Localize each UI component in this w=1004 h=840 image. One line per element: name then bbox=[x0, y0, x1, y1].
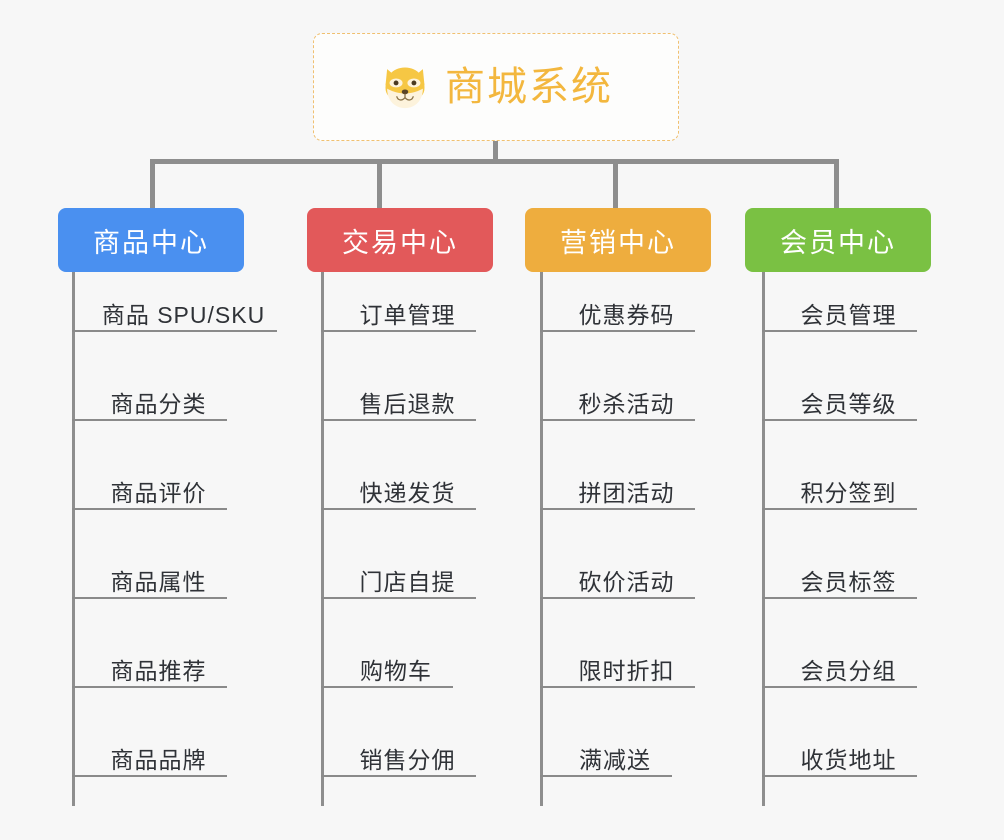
leaf-item[interactable]: 会员等级 bbox=[762, 361, 917, 421]
leaf-item-label: 拼团活动 bbox=[578, 480, 675, 506]
column-spine bbox=[762, 272, 765, 806]
leaf-item[interactable]: 限时折扣 bbox=[540, 628, 695, 688]
leaf-item-label: 会员标签 bbox=[800, 569, 897, 595]
leaf-item-label: 商品 SPU/SKU bbox=[101, 302, 266, 328]
leaf-item-label: 限时折扣 bbox=[578, 658, 675, 684]
category-label: 商品中心 bbox=[93, 227, 209, 258]
leaf-item-label: 购物车 bbox=[360, 658, 432, 684]
column-spine bbox=[321, 272, 324, 806]
leaf-item-label: 商品评价 bbox=[110, 480, 207, 506]
leaf-item[interactable]: 商品属性 bbox=[72, 539, 227, 599]
category-label: 交易中心 bbox=[342, 227, 458, 258]
leaf-item-label: 商品推荐 bbox=[110, 658, 207, 684]
leaf-item-label: 商品分类 bbox=[110, 391, 207, 417]
root-node-title: 商城系统 bbox=[445, 65, 613, 109]
leaf-item[interactable]: 积分签到 bbox=[762, 450, 917, 510]
leaf-item-label: 商品品牌 bbox=[110, 747, 207, 773]
category-box-members[interactable]: 会员中心 bbox=[745, 208, 931, 272]
leaf-item-label: 订单管理 bbox=[359, 302, 456, 328]
leaf-item[interactable]: 拼团活动 bbox=[540, 450, 695, 510]
root-node-mall-system[interactable]: 商城系统 bbox=[313, 33, 679, 141]
leaf-item-label: 优惠券码 bbox=[578, 302, 675, 328]
shiba-dog-icon bbox=[385, 67, 425, 109]
leaf-item-label: 售后退款 bbox=[359, 391, 456, 417]
leaf-item[interactable]: 订单管理 bbox=[321, 272, 476, 332]
leaf-item[interactable]: 优惠券码 bbox=[540, 272, 695, 332]
connector-drop-trade bbox=[377, 159, 382, 209]
connector-horizontal-bar bbox=[150, 159, 839, 164]
leaf-item-label: 砍价活动 bbox=[578, 569, 675, 595]
leaf-item[interactable]: 商品评价 bbox=[72, 450, 227, 510]
leaf-item-label: 会员分组 bbox=[800, 658, 897, 684]
leaf-item[interactable]: 商品推荐 bbox=[72, 628, 227, 688]
leaf-item[interactable]: 砍价活动 bbox=[540, 539, 695, 599]
leaf-item[interactable]: 售后退款 bbox=[321, 361, 476, 421]
column-spine bbox=[72, 272, 75, 806]
category-box-trade[interactable]: 交易中心 bbox=[307, 208, 493, 272]
leaf-item[interactable]: 会员标签 bbox=[762, 539, 917, 599]
leaf-item[interactable]: 收货地址 bbox=[762, 717, 917, 777]
leaf-item-label: 会员等级 bbox=[800, 391, 897, 417]
leaf-item[interactable]: 秒杀活动 bbox=[540, 361, 695, 421]
category-label: 营销中心 bbox=[560, 227, 676, 258]
category-label: 会员中心 bbox=[780, 227, 896, 258]
leaf-item[interactable]: 快递发货 bbox=[321, 450, 476, 510]
leaf-item-label: 积分签到 bbox=[800, 480, 897, 506]
connector-drop-members bbox=[834, 159, 839, 209]
leaf-item[interactable]: 会员管理 bbox=[762, 272, 917, 332]
column-spine bbox=[540, 272, 543, 806]
connector-drop-marketing bbox=[613, 159, 618, 209]
leaf-item-label: 销售分佣 bbox=[359, 747, 456, 773]
leaf-item[interactable]: 门店自提 bbox=[321, 539, 476, 599]
category-box-products[interactable]: 商品中心 bbox=[58, 208, 244, 272]
leaf-item[interactable]: 购物车 bbox=[321, 628, 453, 688]
category-box-marketing[interactable]: 营销中心 bbox=[525, 208, 711, 272]
leaf-item-label: 满减送 bbox=[579, 747, 651, 773]
leaf-item[interactable]: 满减送 bbox=[540, 717, 672, 777]
connector-root-stem bbox=[493, 141, 498, 163]
leaf-item-label: 收货地址 bbox=[800, 747, 897, 773]
connector-drop-products bbox=[150, 159, 155, 209]
leaf-item-label: 秒杀活动 bbox=[578, 391, 675, 417]
leaf-item[interactable]: 会员分组 bbox=[762, 628, 917, 688]
leaf-item-label: 商品属性 bbox=[110, 569, 207, 595]
leaf-item[interactable]: 商品 SPU/SKU bbox=[72, 272, 277, 332]
leaf-item[interactable]: 销售分佣 bbox=[321, 717, 476, 777]
leaf-item[interactable]: 商品品牌 bbox=[72, 717, 227, 777]
leaf-item-label: 会员管理 bbox=[800, 302, 897, 328]
leaf-item-label: 门店自提 bbox=[359, 569, 456, 595]
leaf-item-label: 快递发货 bbox=[359, 480, 456, 506]
leaf-item[interactable]: 商品分类 bbox=[72, 361, 227, 421]
